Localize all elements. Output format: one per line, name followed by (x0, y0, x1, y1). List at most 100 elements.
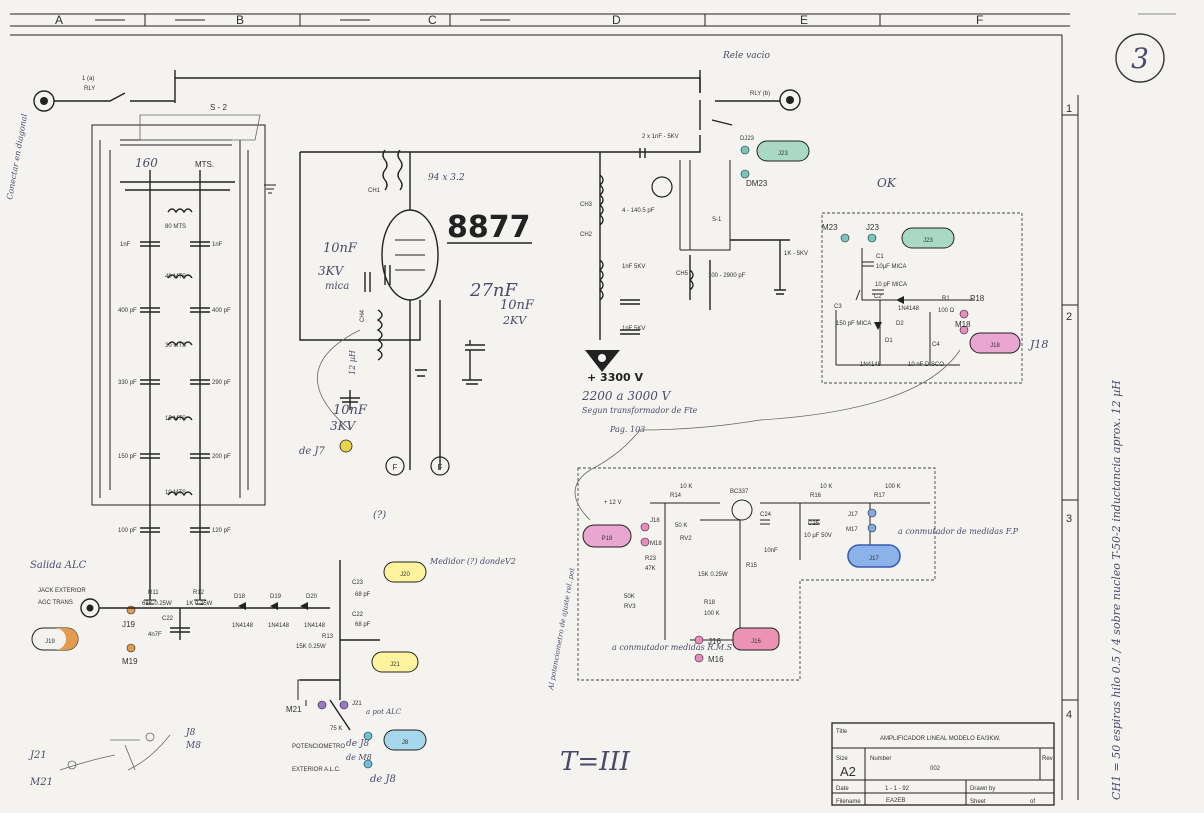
m18-label: M18 (955, 320, 971, 329)
ch1-note: 94 x 3.2 (428, 173, 465, 183)
d1-val: 1N4148 (860, 362, 882, 368)
d18: D18 (234, 594, 246, 600)
band-10: 10 MTS (165, 490, 186, 496)
cap-9: 100 pF (118, 528, 137, 534)
c1: C1 (876, 254, 884, 260)
d20-val: 1N4148 (304, 623, 326, 629)
cap-10nf: 10nF (323, 241, 358, 256)
j16-dot (694, 635, 704, 645)
hv-triangle (585, 350, 620, 372)
cap-8: 200 pF (212, 454, 231, 460)
p18-label: P18 (970, 294, 985, 303)
filament-connection-2 (430, 456, 450, 476)
c2-val: 10 pF MICA (875, 282, 907, 288)
hand-pot-sketch (59, 732, 171, 771)
rele-note: Rele vacio (722, 51, 771, 61)
p18-conn-label: P18 (602, 536, 613, 542)
alc-salida: Salida ALC (30, 560, 87, 571)
j23-connector (901, 227, 955, 249)
cap-4: 400 pF (212, 308, 231, 314)
m21-sketch-label: M21 (29, 777, 53, 788)
ch4-label: CH4 (360, 309, 366, 322)
c24-val: 10nF (764, 548, 778, 554)
grid-coupling-caps (340, 265, 485, 470)
section-label: T=III (560, 747, 631, 777)
c1nf5b: 1nF 5KV (622, 326, 645, 332)
j8-conn-label: J8 (402, 740, 409, 746)
j17-label: J17 (848, 512, 858, 518)
m8-dot (363, 759, 373, 769)
j17-conn-label: J17 (869, 556, 879, 562)
ch5-label: CH5 (676, 271, 689, 277)
switch-s2: S - 2 (210, 103, 227, 112)
j18-meter: J18 (650, 518, 660, 524)
cap-27nf: 27nF (469, 280, 518, 301)
dm23-dot (740, 169, 750, 179)
r18-val: 100 K (704, 611, 720, 617)
cap-mica: mica (325, 281, 349, 292)
input-caps (140, 241, 210, 533)
r18: R18 (704, 600, 716, 606)
output-pi-network (598, 100, 790, 340)
de-j7: de J7 (299, 446, 326, 457)
j21-dot (339, 700, 349, 710)
tb-rev-label: Rev (1042, 756, 1053, 762)
to-rms-note: a conmutador medidas R.M.S (612, 643, 733, 652)
row-1: 1 (1066, 103, 1072, 115)
ok-note: OK (877, 176, 897, 190)
v12: + 12 V (604, 500, 622, 506)
j17-dot (867, 508, 877, 518)
d18-val: 1N4148 (232, 623, 254, 629)
alc-agc: AGC TRANS (38, 600, 73, 606)
input-bandswitch-network: S - 2 (91, 103, 266, 600)
c23: C23 (352, 580, 364, 586)
ch3-label: CH3 (580, 202, 593, 208)
rly-b: RLY (b) (750, 91, 770, 97)
de-j8-b: de J8 (370, 774, 396, 785)
j8-dot (363, 731, 373, 741)
m23-dot (840, 233, 850, 243)
m21-dot (317, 700, 327, 710)
d1: D1 (885, 338, 893, 344)
c23-val: 68 pF (355, 592, 371, 598)
cap-10nf-b: 10nF (333, 403, 368, 418)
tb-filename-label: Filename (836, 799, 861, 805)
r17: R17 (874, 493, 886, 499)
c4: C4 (932, 342, 940, 348)
j23-label: J23 (866, 223, 879, 232)
dj23-label: DJ23 (740, 136, 755, 142)
j20-label: J20 (400, 572, 410, 578)
c1-mts: MTS. (195, 160, 214, 169)
cap-3kv: 3KV (318, 264, 345, 278)
r13: R13 (322, 634, 334, 640)
d2: D2 (896, 321, 904, 327)
bc337: BC337 (730, 489, 749, 495)
tb-date-label: Date (836, 786, 849, 792)
row-2: 2 (1066, 311, 1072, 323)
j16-label: J16 (708, 637, 721, 646)
cap-3: 400 pF (118, 308, 137, 314)
dm23-label: DM23 (746, 179, 768, 188)
hv-note3: Pag. 103 (609, 425, 645, 434)
m19-label: M19 (122, 657, 138, 666)
j23-dot (867, 233, 877, 243)
alc-signal-path (99, 560, 380, 731)
rv2-val: 50 K (675, 523, 687, 529)
hv-label: + 3300 V (587, 371, 643, 384)
ch2-label: CH2 (580, 232, 593, 238)
d2-val: 1N4148 (898, 306, 920, 312)
col-C: C (428, 13, 437, 27)
m23-label: M23 (822, 223, 838, 232)
filament-connection-1 (385, 456, 405, 476)
dj23-connector (756, 140, 810, 162)
r12-val: 1K 0.25W (186, 601, 213, 607)
d20: D20 (306, 594, 318, 600)
p18-dot (959, 309, 969, 319)
j18-meter-dot (640, 522, 650, 532)
col-D: D (612, 13, 621, 27)
title-block (831, 722, 1055, 806)
j8-sketch-label: J8 (184, 728, 196, 738)
right-vertical-note: CH1 = 50 espiras hilo 0.5 / 4 sobre nucl… (1110, 380, 1123, 800)
p18-connector (582, 524, 632, 548)
